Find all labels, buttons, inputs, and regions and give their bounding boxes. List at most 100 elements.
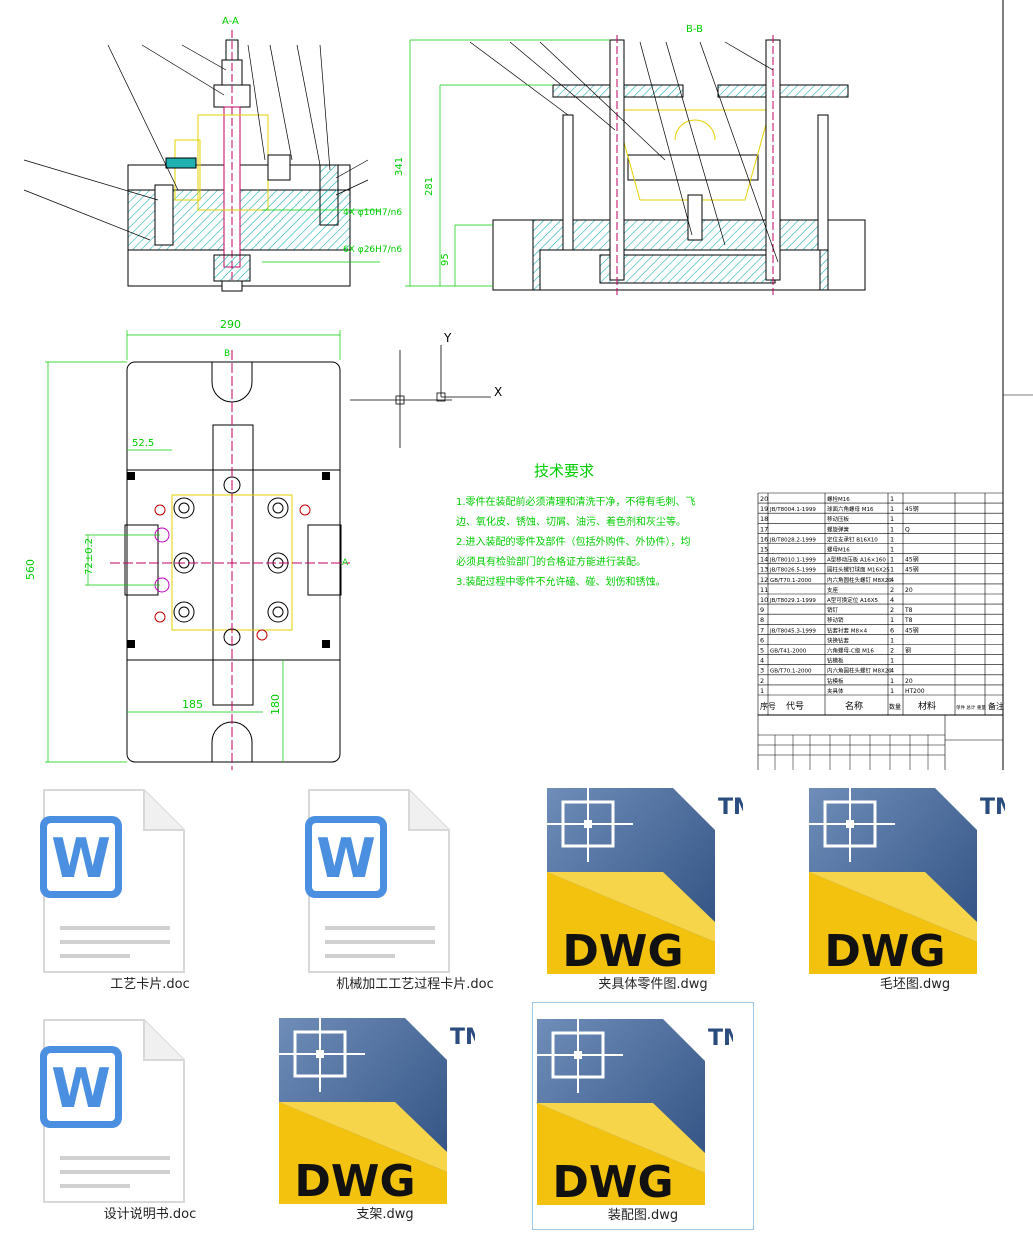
dim-hole-4x: 4X φ10H7/n6 xyxy=(343,208,402,218)
dim-height-95: 95 xyxy=(440,253,451,266)
bom-row-name: 销钉 xyxy=(827,606,839,614)
file-item[interactable]: W 设计说明书.doc xyxy=(40,1002,260,1228)
bom-header-code: 代号 xyxy=(786,701,804,712)
bom-row-qty: 2 xyxy=(890,586,894,594)
bom-row-qty: 4 xyxy=(890,596,894,604)
bom-row-code: GB/T70.1-2000 xyxy=(770,578,812,584)
dim-height-341: 341 xyxy=(394,157,405,176)
bom-row-material: 20 xyxy=(905,587,913,594)
svg-text:TM: TM xyxy=(718,795,743,820)
bom-row-qty: 1 xyxy=(890,677,894,685)
bom-row-material: Q xyxy=(905,526,910,533)
bom-row-no: 8 xyxy=(760,616,764,624)
bom-row-qty: 1 xyxy=(890,505,894,513)
bom-row-name: 内六角圆柱头螺钉 M8X20 xyxy=(827,576,892,584)
bom-row-material: HT200 xyxy=(905,688,925,695)
bom-row-no: 10 xyxy=(760,596,768,604)
assembly-drawing: A-A xyxy=(23,0,1033,770)
svg-text:DWG: DWG xyxy=(294,1156,415,1207)
bom-header-material: 材料 xyxy=(918,700,936,712)
bom-row-no: 19 xyxy=(760,505,768,513)
bom-row-qty: 1 xyxy=(890,566,894,574)
dwg-file-icon: DWG TM xyxy=(537,1019,733,1208)
section-label-aa: A-A xyxy=(222,16,239,27)
bom-row-name: A型移动压板 A16×160 xyxy=(827,556,886,564)
bom-row-qty: 1 xyxy=(890,535,894,543)
bom-row-name: 快换钻套 xyxy=(827,636,850,644)
bom-row-qty: 1 xyxy=(890,525,894,533)
tech-line-1: 1.零件在装配前必须清理和清洗干净，不得有毛刺、飞 xyxy=(456,495,696,508)
file-item[interactable]: W 工艺卡片.doc xyxy=(40,772,260,998)
bom-row-no: 11 xyxy=(760,586,768,594)
tech-line-2: 边、氧化皮、锈蚀、切屑、油污、着色剂和灰尘等。 xyxy=(456,515,686,528)
svg-text:W: W xyxy=(316,827,376,890)
bom-row-material: 钢 xyxy=(905,647,911,655)
bom-row-no: 9 xyxy=(760,606,764,614)
dwg-file-icon: DWG TM xyxy=(547,788,743,977)
dim-height-281: 281 xyxy=(424,177,435,196)
bom-header-name: 名称 xyxy=(845,700,863,712)
bom-row-name: 螺栓M16 xyxy=(827,495,850,503)
dwg-file-icon: DWG TM xyxy=(279,1018,475,1207)
cad-drawing-preview: A-A xyxy=(23,0,1033,770)
tech-line-3: 2.进入装配的零件及部件（包括外购件、外协件），均 xyxy=(456,535,691,548)
bom-row-material: 45钢 xyxy=(905,566,919,574)
bom-row-no: 15 xyxy=(760,546,768,554)
word-document-icon: W xyxy=(305,789,450,973)
bom-row-material: 45钢 xyxy=(905,626,919,634)
bom-row-no: 3 xyxy=(760,667,764,675)
bom-row-name: 支座 xyxy=(827,586,839,594)
file-item[interactable]: DWG TM 支架.dwg xyxy=(275,1002,495,1228)
bom-row-code: GB/T41-2000 xyxy=(770,649,807,655)
bom-row-code: JB/T8026.5-1999 xyxy=(769,568,816,574)
bom-row-no: 14 xyxy=(760,556,768,564)
svg-text:W: W xyxy=(51,827,111,890)
file-item[interactable]: DWG TM 毛坯图.dwg xyxy=(805,772,1025,998)
bom-row-qty: 6 xyxy=(890,626,894,634)
tech-line-5: 3.装配过程中零件不允许磕、碰、划伤和锈蚀。 xyxy=(456,575,666,588)
dim-185: 185 xyxy=(182,698,203,711)
bom-row-qty: 1 xyxy=(890,636,894,644)
bom-row-qty: 4 xyxy=(890,576,894,584)
bom-row-qty: 2 xyxy=(890,606,894,614)
file-name-label: 工艺卡片.doc xyxy=(110,977,190,992)
bom-row-name: 移动压板 xyxy=(827,515,850,523)
bom-row-no: 17 xyxy=(760,525,768,533)
bom-row-no: 2 xyxy=(760,677,764,685)
bom-row-name: 钻模板 xyxy=(827,657,844,665)
file-item[interactable]: W 机械加工工艺过程卡片.doc xyxy=(305,772,525,998)
bom-row-name: A型可换定位 A16X5 xyxy=(827,596,879,604)
bom-row-material: 45钢 xyxy=(905,505,919,513)
bom-row-material: 20 xyxy=(905,678,913,685)
bom-row-code: GB/T70.1-2000 xyxy=(770,669,812,675)
svg-text:W: W xyxy=(51,1057,111,1120)
svg-text:DWG: DWG xyxy=(552,1157,673,1208)
bom-row-name: 螺母M16 xyxy=(827,546,850,554)
file-name-label: 毛坯图.dwg xyxy=(879,977,951,992)
dwg-file-icon: DWG TM xyxy=(809,788,1005,977)
file-item[interactable]: DWG TM 装配图.dwg xyxy=(532,1002,754,1230)
tech-line-4: 必须具有检验部门的合格证方能进行装配。 xyxy=(456,555,646,568)
bom-row-qty: 2 xyxy=(890,647,894,655)
bom-row-qty: 1 xyxy=(890,515,894,523)
bom-header-weight: 单件 总计 重量 xyxy=(956,704,986,711)
section-label-bb: B-B xyxy=(686,24,703,35)
bom-row-name: 圆柱头螺钉球面 M16X25 xyxy=(827,566,890,574)
svg-text:DWG: DWG xyxy=(562,926,683,977)
dim-52-5: 52.5 xyxy=(132,438,154,449)
bom-row-no: 20 xyxy=(760,495,768,503)
bom-row-qty: 1 xyxy=(890,687,894,695)
file-name-label: 装配图.dwg xyxy=(607,1208,679,1223)
file-item[interactable]: DWG TM 夹具体零件图.dwg xyxy=(543,772,763,998)
bom-row-qty: 1 xyxy=(890,616,894,624)
bom-row-name: 螺旋弹簧 xyxy=(827,525,850,533)
bom-row-no: 18 xyxy=(760,515,768,523)
bom-row-qty: 1 xyxy=(890,546,894,554)
file-name-label: 机械加工工艺过程卡片.doc xyxy=(336,977,494,992)
bom-row-qty: 1 xyxy=(890,495,894,503)
section-marker-b: B xyxy=(224,349,230,359)
bom-header-note: 备注 xyxy=(988,701,1004,711)
bom-row-no: 5 xyxy=(760,647,764,655)
file-name-label: 支架.dwg xyxy=(356,1207,414,1222)
